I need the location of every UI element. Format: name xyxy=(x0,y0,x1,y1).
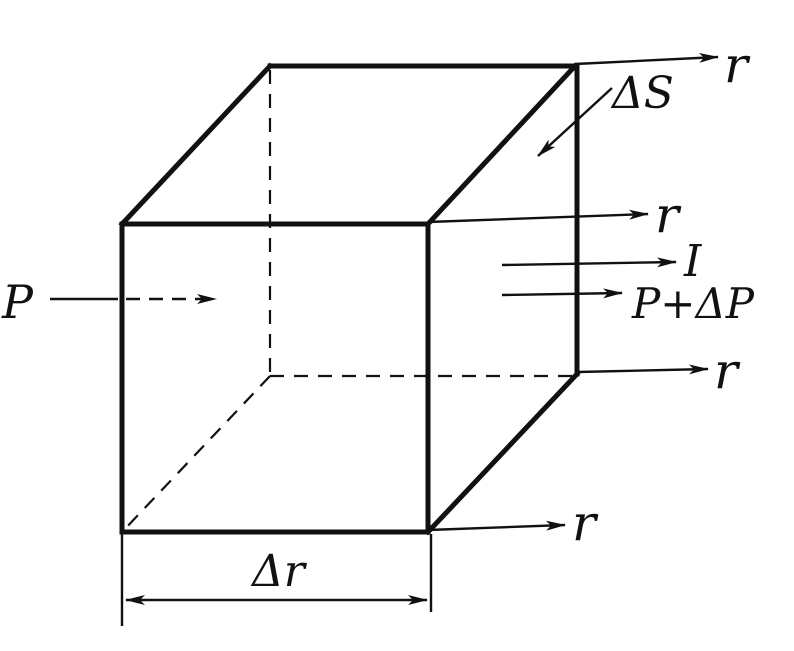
i-arrow xyxy=(501,257,677,268)
label-r-bottom: r xyxy=(572,494,599,552)
r-arrow-mid-top xyxy=(427,209,649,224)
bottom-edge-right-diagonal xyxy=(424,370,581,536)
top-edge-right-diagonal xyxy=(424,62,579,228)
label-p-plus-delta-p: P+ΔP xyxy=(631,279,755,328)
front-face xyxy=(119,221,431,535)
r-arrow-bottom xyxy=(427,520,566,532)
label-p-left: P xyxy=(1,275,34,329)
p-plus-arrow xyxy=(501,288,623,299)
label-delta-s: ΔS xyxy=(610,68,674,119)
label-r-mid-bottom: r xyxy=(714,342,741,400)
label-i: I xyxy=(683,236,703,287)
delta-s-arrow xyxy=(537,87,613,157)
r-arrow-mid-bottom xyxy=(576,364,709,375)
label-r-top: r xyxy=(724,36,751,94)
top-edge-left-diagonal xyxy=(118,62,274,228)
r-arrow-top xyxy=(574,52,719,66)
label-r-mid-top: r xyxy=(655,186,682,244)
hidden-edge-bottom-diagonal xyxy=(121,375,271,533)
label-delta-r: Δr xyxy=(250,546,308,597)
